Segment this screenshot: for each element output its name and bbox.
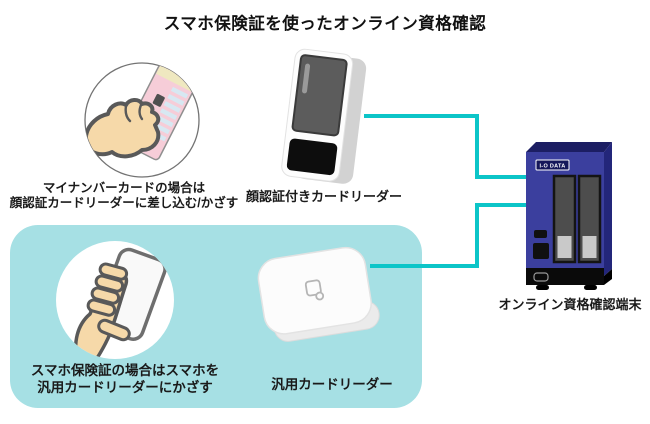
gripping-hand-icon <box>73 262 131 359</box>
mynumber-caption-line1: マイナンバーカードの場合は <box>42 181 206 195</box>
connector-face-reader-to-terminal <box>364 114 530 179</box>
face-recognition-card-reader-icon <box>281 48 367 184</box>
hand-holding-mynumber-card-icon <box>84 62 200 178</box>
smartphone-step-caption: スマホ保険証の場合はスマホを 汎用カードリーダーにかざす <box>16 362 234 396</box>
terminal-label: オンライン資格確認端末 <box>498 297 642 312</box>
fist-hand-icon <box>85 98 161 159</box>
online-verification-terminal-icon: I-O DATA <box>526 142 612 290</box>
mynumber-step-caption: マイナンバーカードの場合は 顔認証カードリーダーに差し込む/かざす <box>0 181 248 211</box>
smartphone-caption-line2: 汎用カードリーダーにかざす <box>37 380 213 395</box>
connector-generic-reader-to-terminal <box>370 203 530 268</box>
face-reader-label: 顔認証付きカードリーダー <box>245 189 402 204</box>
generic-reader-label: 汎用カードリーダー <box>271 377 393 392</box>
generic-card-reader-icon <box>257 246 380 342</box>
mynumber-caption-line2: 顔認証カードリーダーに差し込む/かざす <box>9 196 239 210</box>
smartphone-caption-line1: スマホ保険証の場合はスマホを <box>30 363 220 378</box>
page-title: スマホ保険証を使ったオンライン資格確認 <box>163 15 487 33</box>
hand-holding-smartphone-icon <box>56 241 174 359</box>
terminal-brand-label: I-O DATA <box>539 164 565 170</box>
